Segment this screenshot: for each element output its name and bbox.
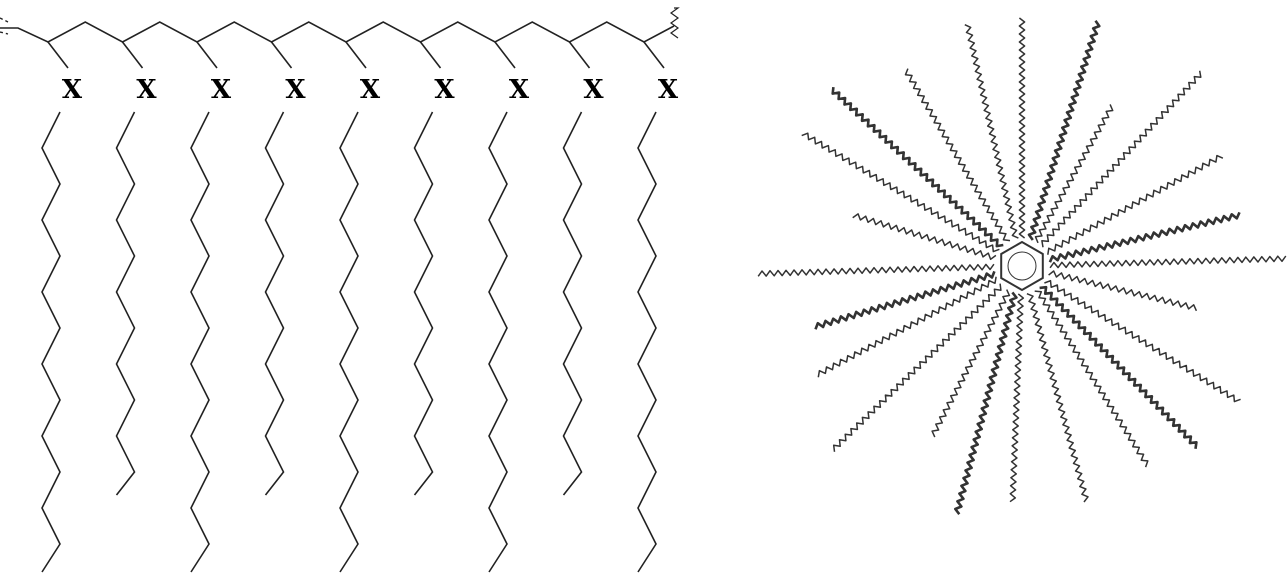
x-label: X <box>658 75 679 105</box>
side-chain-stem <box>345 41 367 69</box>
star-arm <box>964 24 1019 239</box>
side-chain <box>41 111 61 573</box>
x-label: X <box>434 75 455 105</box>
star-arm <box>1009 293 1025 503</box>
star-arm <box>832 283 1002 452</box>
star-arm <box>1034 104 1114 244</box>
star-arm <box>904 68 1011 242</box>
star-arm <box>954 291 1018 515</box>
x-label: X <box>136 75 157 105</box>
side-chain <box>488 111 508 573</box>
side-chain <box>264 111 285 496</box>
x-label: X <box>583 75 604 105</box>
x-label: X <box>360 75 381 105</box>
side-chain-stem <box>643 41 665 69</box>
star-arm <box>852 213 997 261</box>
side-chain <box>637 111 657 573</box>
side-chain-stem <box>270 41 293 69</box>
star-arm <box>931 289 1011 438</box>
side-chain-stem <box>568 41 591 69</box>
star-arm <box>757 263 995 277</box>
star-arm <box>814 270 996 330</box>
star-arm <box>1034 290 1149 468</box>
star-arm <box>1047 154 1224 255</box>
star-arm <box>1039 285 1198 449</box>
star-arm <box>801 132 1000 253</box>
side-chain <box>413 111 434 496</box>
side-chain <box>190 111 210 573</box>
x-label: X <box>62 75 83 105</box>
star-arm <box>1041 70 1202 248</box>
side-chain <box>562 111 583 496</box>
x-label: X <box>285 75 306 105</box>
star-arm <box>831 86 1004 248</box>
side-chain <box>339 111 359 573</box>
side-chain-stem <box>494 41 516 69</box>
star-arm <box>1044 279 1241 403</box>
backbone-end-right <box>669 7 680 39</box>
x-label: X <box>211 75 232 105</box>
side-chain-stem <box>419 41 442 69</box>
star-arm <box>1048 211 1241 263</box>
side-chain-stem <box>47 41 69 69</box>
star-arm <box>1018 17 1026 239</box>
backbone-end-left <box>0 17 9 35</box>
core-ring <box>1007 251 1037 281</box>
hexagon-core <box>1000 240 1044 292</box>
star-arm <box>1049 255 1287 269</box>
star-arm <box>1026 293 1089 503</box>
star-arm <box>817 276 997 378</box>
backbone-chain <box>0 21 675 43</box>
star-arm <box>1027 20 1101 241</box>
side-chain-stem <box>121 41 144 69</box>
side-chain-stem <box>196 41 218 69</box>
star-polymer <box>757 17 1287 515</box>
x-label: X <box>509 75 530 105</box>
side-chain <box>115 111 136 496</box>
star-arm <box>1048 270 1198 312</box>
